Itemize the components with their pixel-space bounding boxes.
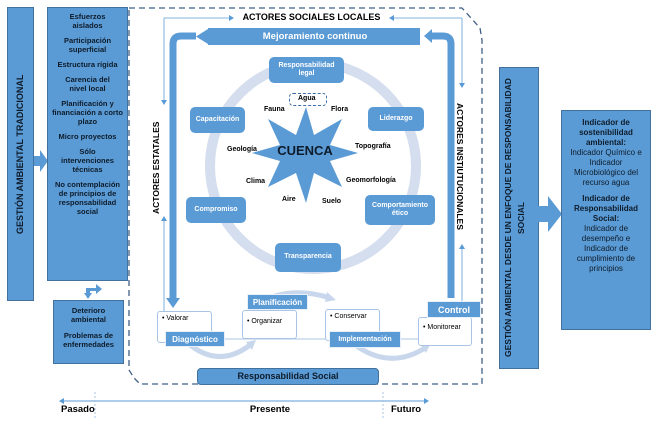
value-liderazgo: Liderazgo xyxy=(368,107,424,131)
actors-institutional-label: ACTORES INSTIUTUCIONALES xyxy=(455,103,465,230)
value-compromiso: Compromiso xyxy=(186,197,246,223)
indicators-box: Indicador de sostenibilidad ambiental: I… xyxy=(561,110,651,330)
arrow-right-icon xyxy=(538,196,562,232)
characteristic-item: Sólo intervenciones técnicas xyxy=(61,147,114,174)
indicator-body: Indicador de desempeño e Indicador de cu… xyxy=(576,224,636,273)
step-action-bullet: • xyxy=(162,315,167,322)
element-geomorfologia: Geomorfología xyxy=(346,177,396,184)
step-card-control: • Monitorear xyxy=(418,317,472,346)
timeline-present: Presente xyxy=(249,404,291,415)
value-transparencia: Transparencia xyxy=(275,243,341,272)
step-action-bullet: • xyxy=(330,313,335,320)
indicator-heading: Indicador de Responsabilidad Social: xyxy=(573,194,638,223)
arrow-right-icon xyxy=(34,150,48,172)
consequences-box: Deterioro ambiental Problemas de enferme… xyxy=(53,300,124,364)
element-agua: Agua xyxy=(298,95,316,102)
social-responsibility-base: Responsabilidad Social xyxy=(197,368,379,385)
timeline-axis xyxy=(59,392,429,420)
characteristic-item: Planificación y financiación a corto pla… xyxy=(52,99,123,126)
element-topografia: Topografía xyxy=(355,143,391,150)
step-card-planificacion: • Organizar xyxy=(242,310,297,339)
characteristic-item: Carencia del nivel local xyxy=(65,75,110,93)
continuous-improvement-label: Mejoramiento continuo xyxy=(262,31,368,42)
step-action: Monitorear xyxy=(427,324,461,331)
value-responsabilidad-legal: Responsabilidad legal xyxy=(269,57,344,83)
step-diagnostico: Diagnóstico xyxy=(165,331,225,347)
rs-management-title: GESTIÓN AMBIENTAL DESDE UN ENFOQUE DE RE… xyxy=(503,78,526,358)
element-clima: Clima xyxy=(246,178,266,185)
element-flora: Flora xyxy=(331,106,349,113)
watershed-label: CUENCA xyxy=(277,143,333,158)
step-action-bullet: • xyxy=(423,324,428,331)
watershed-star-icon xyxy=(252,107,358,203)
consequence-item: Deterioro ambiental xyxy=(70,306,106,324)
timeline-past: Pasado xyxy=(61,404,95,415)
characteristic-item: No contemplación de principios de respon… xyxy=(54,180,120,216)
traditional-management-bar: GESTIÓN AMBIENTAL TRADICIONAL xyxy=(7,7,34,301)
consequence-item: Problemas de enfermedades xyxy=(63,331,114,349)
timeline-future: Futuro xyxy=(391,404,422,415)
actors-social-local-label: ACTORES SOCIALES LOCALES xyxy=(242,12,381,22)
step-control: Control xyxy=(427,301,481,318)
step-action: Valorar xyxy=(166,315,189,322)
step-implementacion: Implementación xyxy=(329,331,401,348)
actors-state-label: ACTORES ESTATALES xyxy=(151,121,161,215)
step-action: Organizar xyxy=(251,318,283,325)
element-aire: Aire xyxy=(282,196,296,203)
step-action-bullet: • xyxy=(247,318,252,325)
traditional-characteristics-box: Esfuerzos aislados Participación superfi… xyxy=(47,7,128,281)
indicator-heading: Indicador de sostenibilidad ambiental: xyxy=(579,118,633,147)
indicator-body: Indicador Químico e Indicador Microbioló… xyxy=(570,148,642,187)
value-capacitacion: Capacitación xyxy=(190,107,245,133)
element-fauna: Fauna xyxy=(264,106,285,113)
bent-arrow-down-icon xyxy=(84,284,102,299)
element-suelo: Suelo xyxy=(322,198,342,205)
step-action: Conservar xyxy=(334,313,367,320)
rs-management-bar: GESTIÓN AMBIENTAL DESDE UN ENFOQUE DE RE… xyxy=(499,67,539,369)
step-planificacion: Planificación xyxy=(247,294,308,310)
characteristic-item: Participación superficial xyxy=(63,36,112,54)
characteristic-item: Estructura rígida xyxy=(57,60,118,69)
characteristic-item: Micro proyectos xyxy=(58,132,117,141)
characteristic-item: Esfuerzos aislados xyxy=(69,12,106,30)
value-comportamiento-etico: Comportamiento ético xyxy=(365,195,435,225)
water-highlight-box xyxy=(289,93,327,106)
element-geologia: Geología xyxy=(227,146,257,153)
